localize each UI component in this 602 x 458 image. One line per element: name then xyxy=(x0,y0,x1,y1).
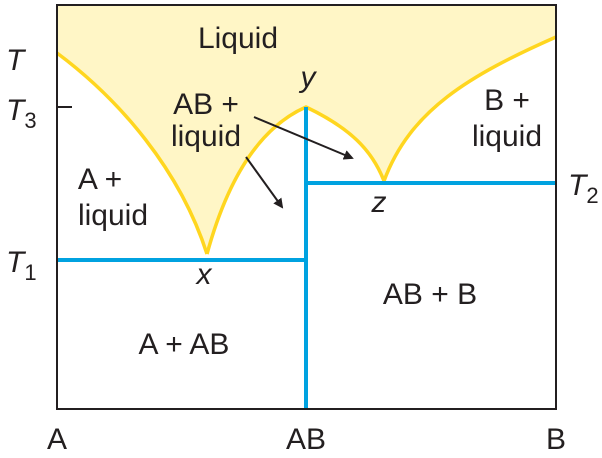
t3-subscript: 3 xyxy=(24,108,36,133)
label-b-liquid-2: liquid xyxy=(472,120,542,153)
arrow-ab-liquid-left xyxy=(245,156,284,209)
axis-label-a: A xyxy=(47,423,67,456)
temp-label-t3: T3 xyxy=(6,94,37,133)
point-z: z xyxy=(371,186,387,219)
diagram-frame xyxy=(56,4,557,410)
label-ab-b: AB + B xyxy=(383,278,477,311)
label-a-ab: A + AB xyxy=(139,328,230,361)
label-liquid: Liquid xyxy=(198,22,278,55)
point-y: y xyxy=(299,61,318,94)
liquidus-curve-ab xyxy=(205,105,386,255)
label-ab-liquid-1: AB + xyxy=(173,88,239,121)
temp-label-t: T xyxy=(6,44,27,77)
axis-label-ab: AB xyxy=(286,423,326,456)
t1-subscript: 1 xyxy=(24,260,36,285)
t2-subscript: 2 xyxy=(586,183,598,208)
label-a-liquid-2: liquid xyxy=(78,199,148,232)
label-ab-liquid-2: liquid xyxy=(171,120,241,153)
arrow-ab-liquid-right xyxy=(253,116,354,160)
temp-label-t2: T2 xyxy=(568,169,599,208)
point-x: x xyxy=(195,258,213,291)
liquidus-curve-left xyxy=(55,51,209,255)
temp-label-t1: T1 xyxy=(6,246,37,285)
label-b-liquid-1: B + xyxy=(484,84,530,117)
liquidus-curve-right xyxy=(382,35,557,182)
axis-label-b: B xyxy=(546,423,566,456)
label-a-liquid-1: A + xyxy=(78,163,122,196)
